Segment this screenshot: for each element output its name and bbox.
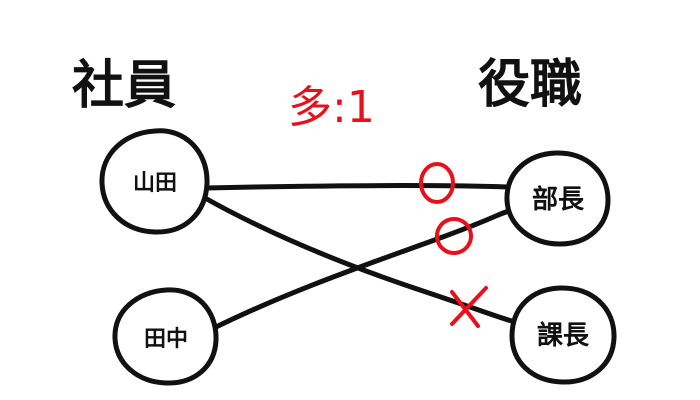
- position-label: 課長: [537, 320, 590, 351]
- employee-node-tanaka: [112, 287, 219, 386]
- position-node-kacho: [509, 285, 617, 385]
- ok-mark-circle: [435, 217, 473, 255]
- link-yamada-kacho: [202, 195, 518, 325]
- link-tanaka-bucho: [207, 207, 515, 333]
- entity-heading-position: 役職: [478, 55, 582, 115]
- employee-label: 田中: [144, 327, 188, 352]
- employee-label: 山田: [133, 171, 177, 196]
- position-label: 部長: [532, 185, 585, 215]
- link-yamada-bucho: [202, 182, 511, 191]
- employee-node-yamada: [99, 128, 210, 235]
- relation-note: 多:1: [288, 82, 375, 133]
- ok-mark-circle: [419, 162, 455, 204]
- position-node-bucho: [504, 150, 611, 247]
- entity-heading-employee: 社員: [72, 56, 176, 116]
- ng-mark-cross: [450, 286, 488, 328]
